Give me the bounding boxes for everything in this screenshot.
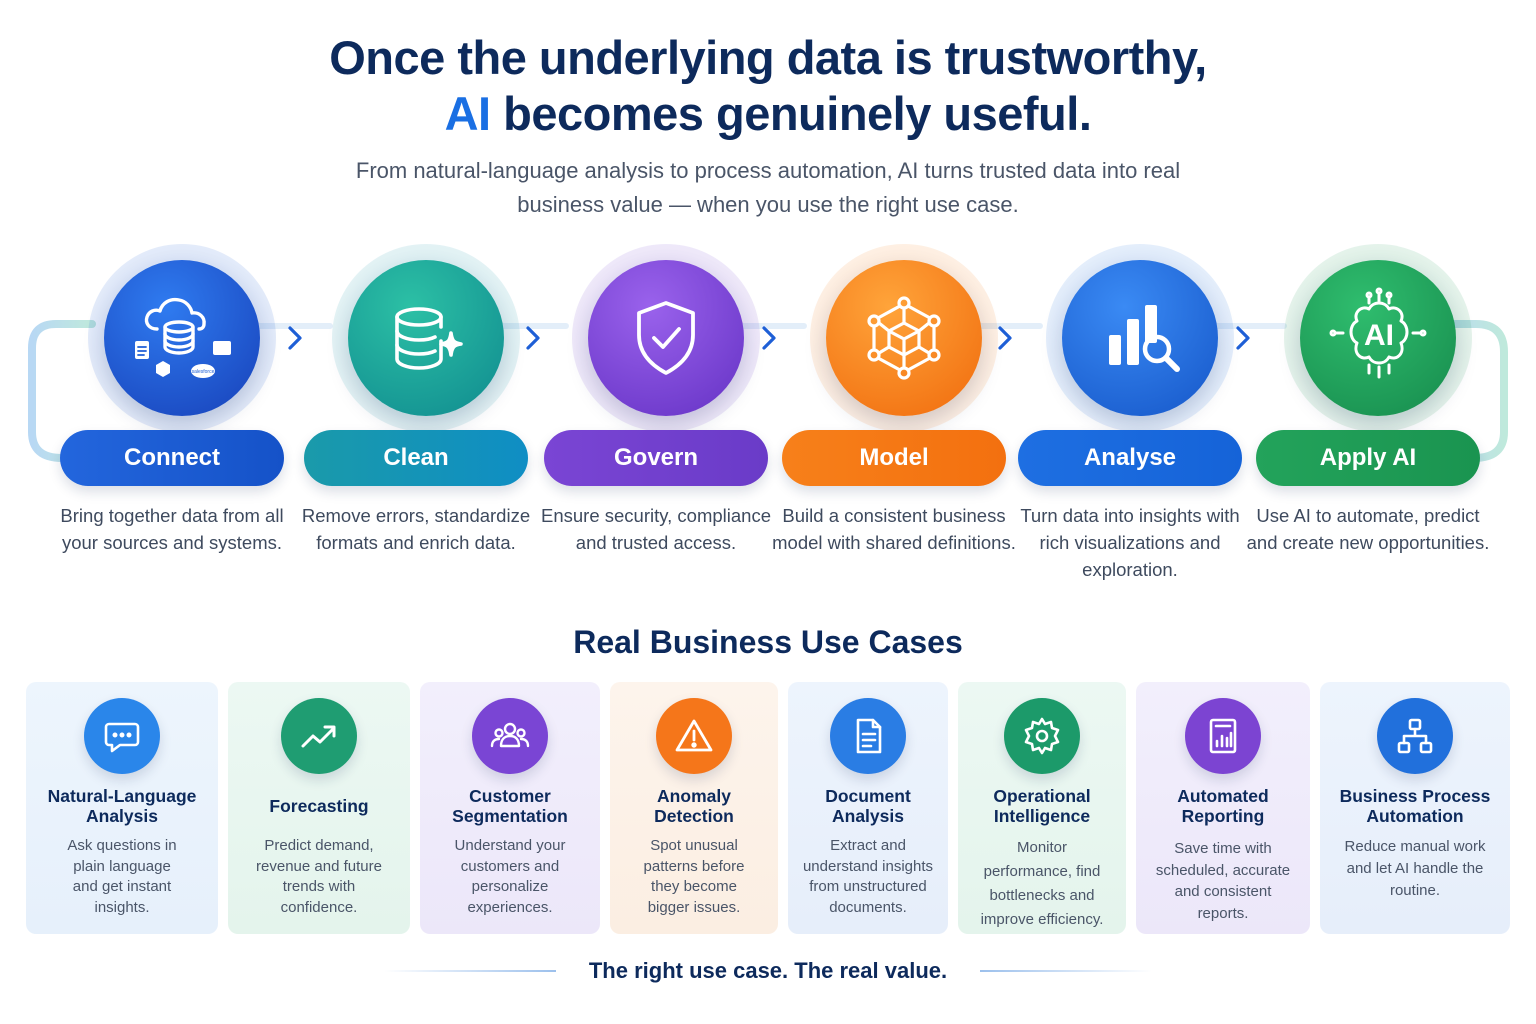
chevron-right-icon — [1236, 326, 1250, 350]
people-group-icon — [472, 698, 548, 774]
step-apply-ai-description: Use AI to automate, predict and create n… — [1246, 505, 1490, 553]
tagline-divider-right — [980, 970, 1152, 972]
use-case-description: Monitor performance, find bottlenecks an… — [980, 839, 1104, 928]
salesforce-badge: salesforce — [192, 369, 215, 375]
step-connect-description: Bring together data from all your source… — [60, 505, 284, 553]
use-case-customer-segmentation: Customer Segmentation Understand your cu… — [420, 682, 600, 934]
step-analyse-label: Analyse — [1018, 430, 1242, 486]
report-chart-icon — [1185, 698, 1261, 774]
bar-chart-search-icon — [1062, 260, 1218, 416]
network-cube-icon — [826, 260, 982, 416]
step-govern-description: Ensure security, compliance and trusted … — [541, 505, 771, 553]
trend-up-icon — [281, 698, 357, 774]
use-case-description: Predict demand, revenue and future trend… — [256, 837, 382, 916]
use-case-description: Ask questions in plain language and get … — [67, 837, 177, 916]
title-line-2: AI becomes genuinely useful. — [0, 86, 1536, 142]
use-case-operational-intelligence: Operational Intelligence Monitor perform… — [958, 682, 1126, 934]
step-apply-ai-label: Apply AI — [1256, 430, 1480, 486]
tagline-divider-left — [384, 970, 556, 972]
use-case-description: Save time with scheduled, accurate and c… — [1155, 840, 1291, 922]
warning-triangle-icon — [656, 698, 732, 774]
cloud-database-icon: salesforce — [104, 260, 260, 416]
use-case-business-process-automation: Business Process Automation Reduce manua… — [1320, 682, 1510, 934]
tagline: The right use case. The real value. — [588, 958, 948, 983]
use-case-title: Anomaly Detection — [654, 786, 734, 826]
use-cases-title: Real Business Use Cases — [573, 624, 963, 660]
flow-loop-connector — [28, 320, 1508, 462]
chevron-right-icon — [998, 326, 1012, 350]
step-govern-label: Govern — [544, 430, 768, 486]
use-case-description: Extract and understand insights from uns… — [802, 837, 934, 916]
use-case-document-analysis: Document Analysis Extract and understand… — [788, 682, 948, 934]
use-case-title: Customer Segmentation — [452, 786, 568, 826]
ai-chip-icon: AI — [1300, 260, 1456, 416]
chevron-right-icon — [526, 326, 540, 350]
step-connect-label: Connect — [60, 430, 284, 486]
use-case-natural-language-analysis: Natural-Language Analysis Ask questions … — [26, 682, 218, 934]
use-case-title: Operational Intelligence — [993, 786, 1091, 826]
use-case-title: Natural-Language Analysis — [47, 786, 197, 826]
use-case-anomaly-detection: Anomaly Detection Spot unusual patterns … — [610, 682, 778, 934]
database-sparkle-icon — [348, 260, 504, 416]
step-model-label: Model — [782, 430, 1006, 486]
use-case-title: Forecasting — [269, 796, 369, 816]
use-case-forecasting: Forecasting Predict demand, revenue and … — [228, 682, 410, 934]
title-accent: AI — [444, 87, 492, 140]
use-case-title: Automated Reporting — [1177, 786, 1269, 826]
page-title: Once the underlying data is trustworthy,… — [0, 30, 1536, 142]
use-case-description: Reduce manual work and let AI handle the… — [1344, 838, 1486, 899]
gear-icon — [1004, 698, 1080, 774]
chat-bubble-icon — [84, 698, 160, 774]
page-subtitle: From natural-language analysis to proces… — [355, 158, 1181, 217]
title-rest: becomes genuinely useful. — [490, 87, 1092, 140]
use-case-title: Document Analysis — [825, 786, 911, 826]
use-case-description: Understand your customers and personaliz… — [454, 837, 566, 916]
chevron-right-icon — [762, 326, 776, 350]
step-clean-description: Remove errors, standardize formats and e… — [301, 505, 531, 553]
step-analyse-description: Turn data into insights with rich visual… — [1020, 505, 1240, 580]
step-clean-label: Clean — [304, 430, 528, 486]
use-case-title: Business Process Automation — [1339, 786, 1491, 826]
title-line-1: Once the underlying data is trustworthy, — [329, 31, 1207, 84]
use-case-description: Spot unusual patterns before they become… — [643, 837, 745, 916]
document-icon — [830, 698, 906, 774]
chevron-right-icon — [288, 326, 302, 350]
workflow-icon — [1377, 698, 1453, 774]
use-case-automated-reporting: Automated Reporting Save time with sched… — [1136, 682, 1310, 934]
ai-chip-text: AI — [1364, 319, 1394, 352]
step-model-description: Build a consistent business model with s… — [772, 505, 1016, 553]
shield-check-icon — [588, 260, 744, 416]
